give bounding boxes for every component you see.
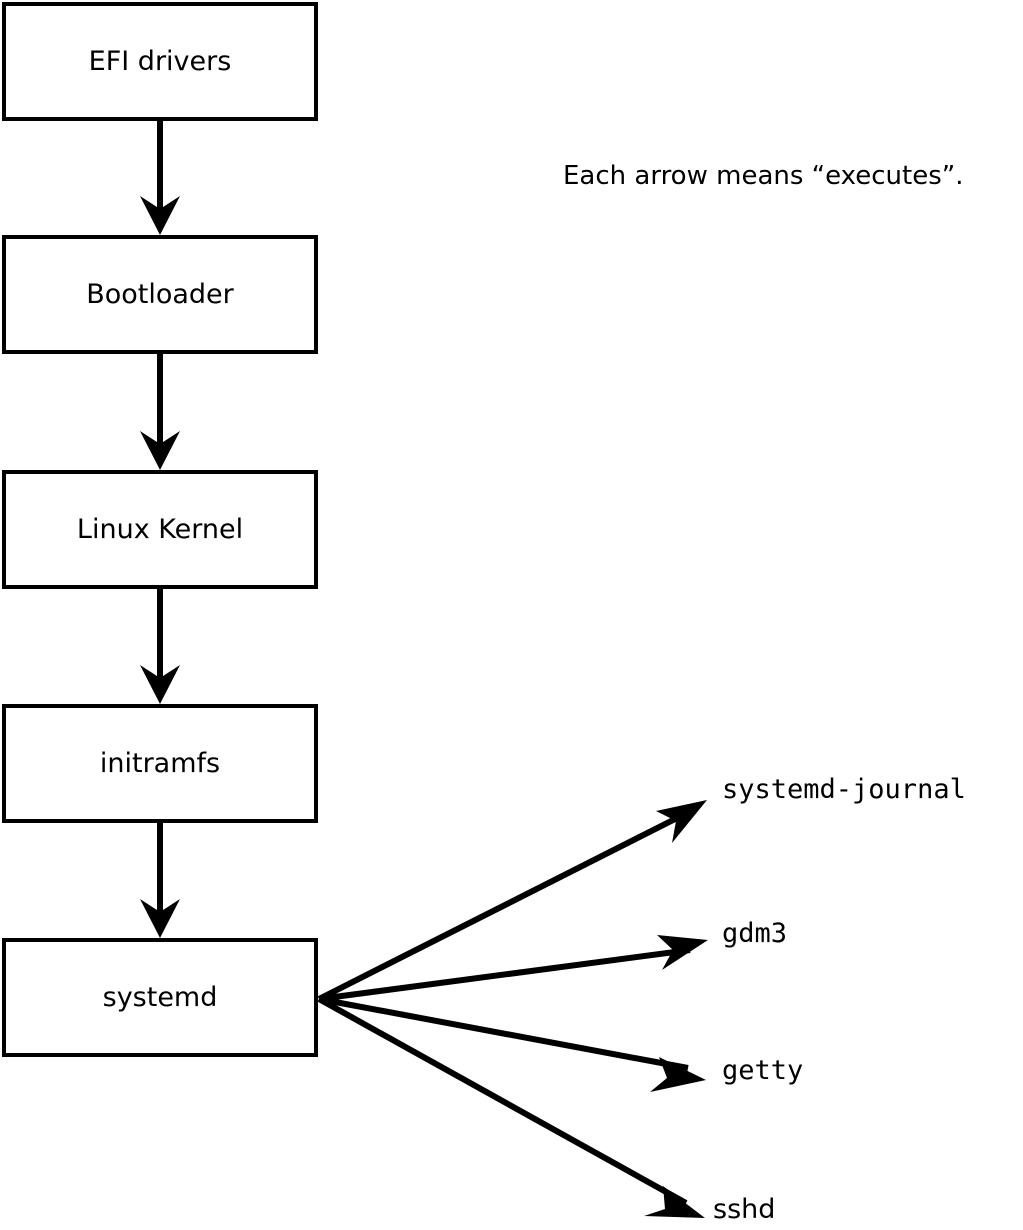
stage-label-initramfs: initramfs (99, 748, 221, 779)
service-label-getty: getty (722, 1055, 804, 1086)
stage-box-bootloader: Bootloader (2, 235, 318, 354)
edge-kernel-to-initramfs (140, 589, 180, 704)
edge-systemd-to-sshd (317, 996, 705, 1218)
stage-label-bootloader: Bootloader (86, 279, 234, 310)
stage-label-systemd: systemd (102, 982, 218, 1013)
stage-box-efi-drivers: EFI drivers (2, 2, 318, 121)
stage-label-efi-drivers: EFI drivers (88, 46, 232, 77)
stage-box-linux-kernel: Linux Kernel (2, 470, 318, 589)
edge-systemd-to-getty (318, 996, 706, 1092)
service-label-systemd-journal: systemd-journal (722, 774, 966, 805)
edge-efi-to-bootloader (140, 121, 180, 235)
stage-box-initramfs: initramfs (2, 704, 318, 823)
edge-systemd-to-gdm3 (318, 935, 708, 1002)
edge-initramfs-to-systemd (140, 823, 180, 938)
stage-label-linux-kernel: Linux Kernel (76, 514, 244, 545)
edge-bootloader-to-kernel (140, 354, 180, 470)
service-label-sshd: sshd (713, 1194, 776, 1225)
service-label-gdm3: gdm3 (722, 918, 788, 949)
stage-box-systemd: systemd (2, 938, 318, 1057)
edge-systemd-to-systemd-journal (317, 800, 707, 1002)
legend-annotation: Each arrow means “executes”. (563, 161, 964, 191)
